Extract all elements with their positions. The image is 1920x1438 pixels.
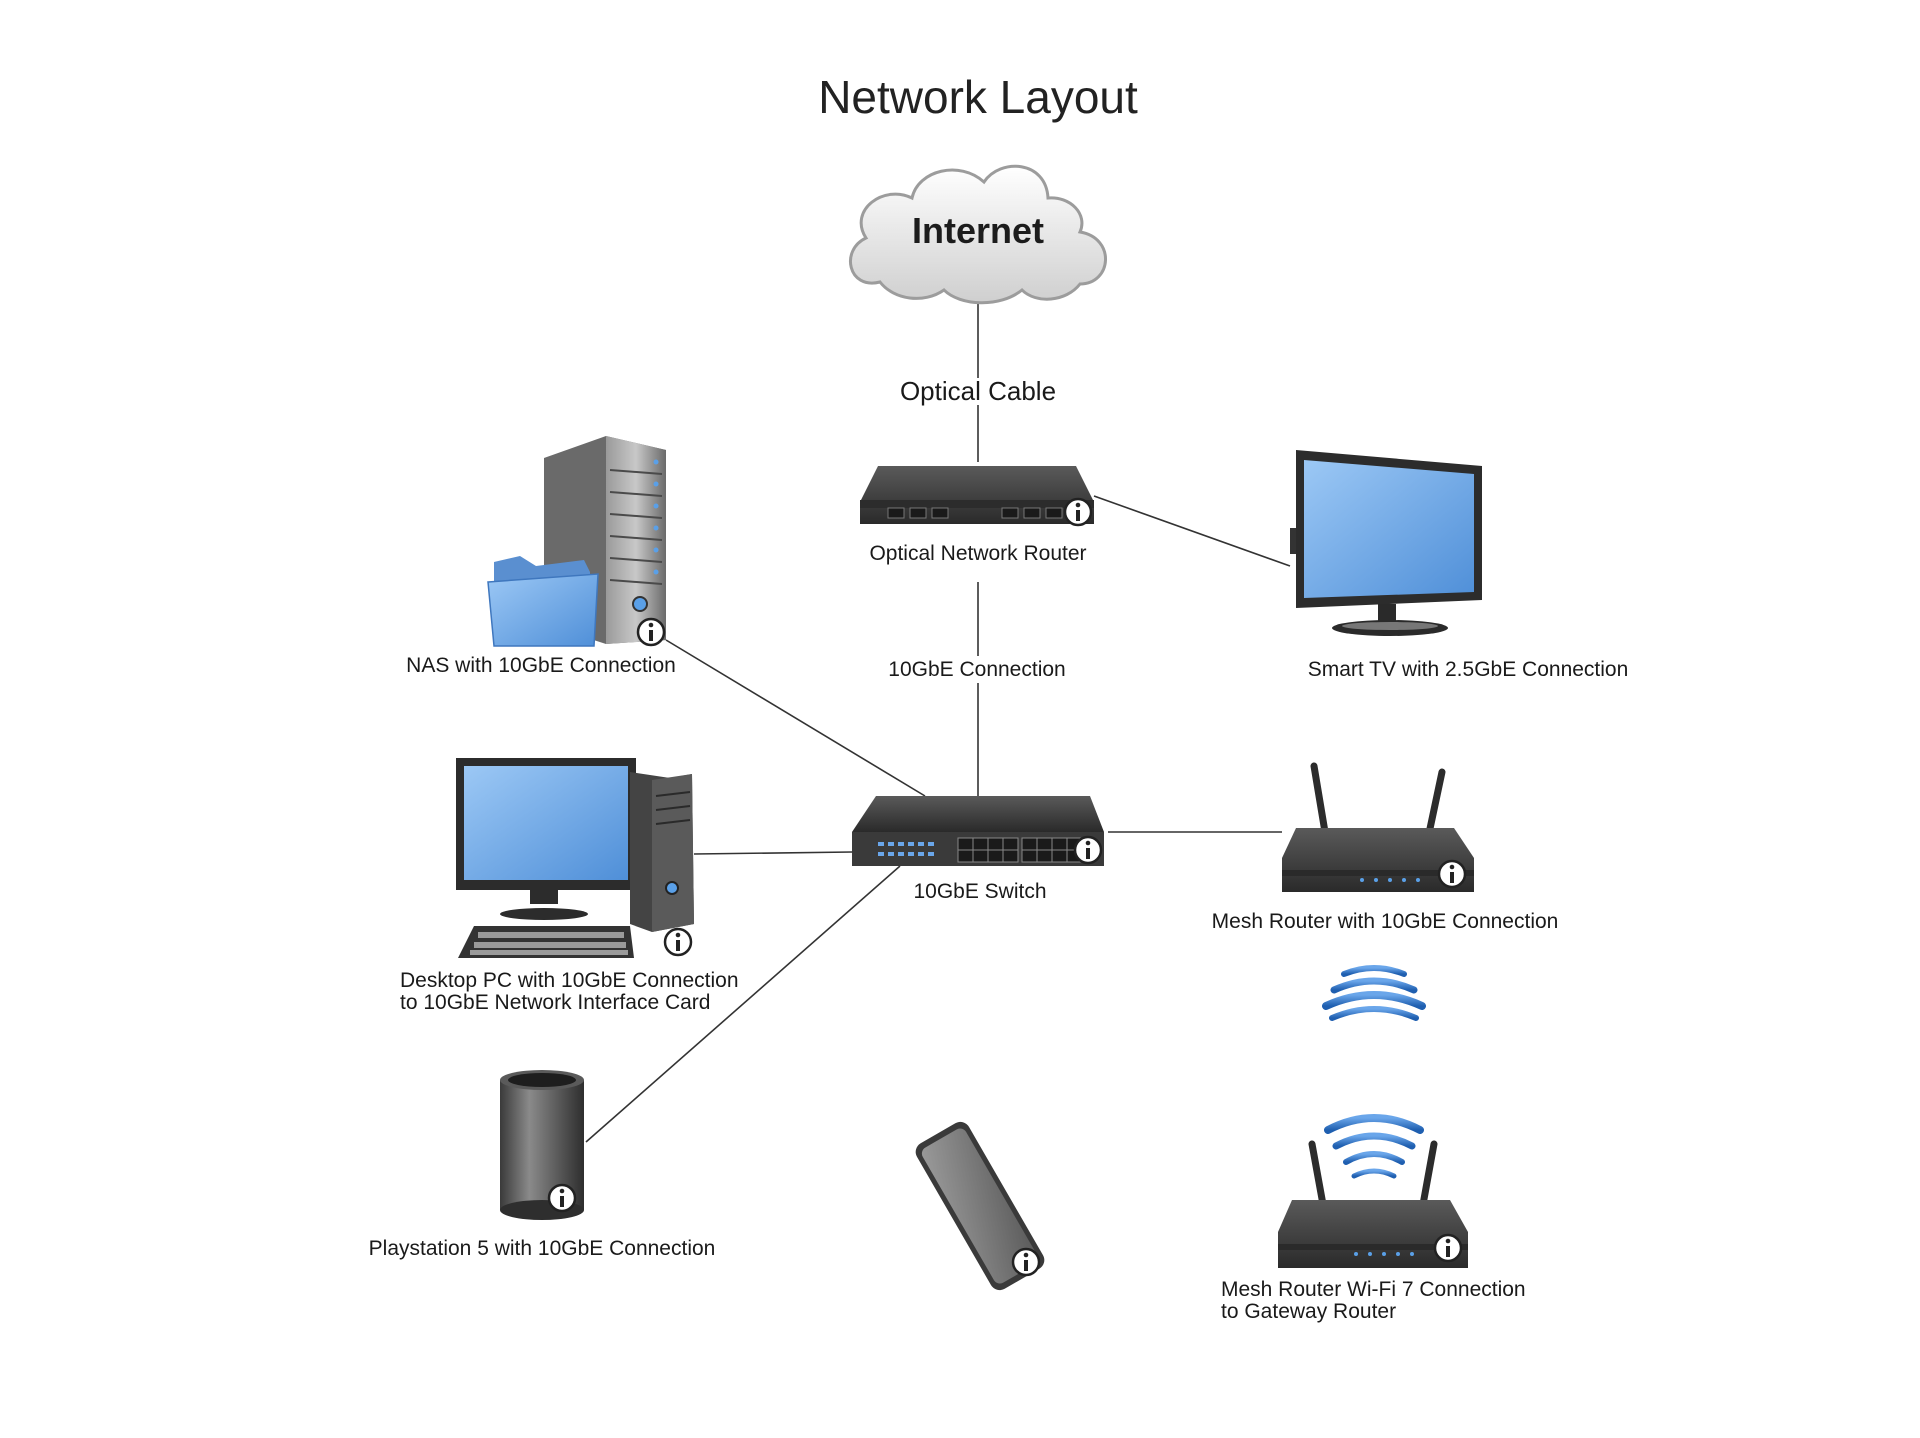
smart-tv-label: Smart TV with 2.5GbE Connection <box>1307 658 1629 681</box>
connections <box>585 300 1291 1143</box>
info-icon[interactable] <box>1011 1247 1041 1277</box>
wireless-router-icon <box>1282 762 1474 892</box>
page-title: Network Layout <box>818 71 1138 123</box>
mesh-router-wifi-label-line2: to Gateway Router <box>1221 1300 1397 1323</box>
switch-label: 10GbE Switch <box>913 880 1047 903</box>
link-desktop-switch <box>693 851 853 855</box>
playstation-label: Playstation 5 with 10GbE Connection <box>368 1237 716 1260</box>
link-ps5-switch <box>585 865 901 1143</box>
nas-label: NAS with 10GbE Connection <box>406 654 676 677</box>
info-icon[interactable] <box>1433 1233 1463 1263</box>
desktop-pc-label-line1: Desktop PC with 10GbE Connection <box>400 969 739 992</box>
info-icon[interactable] <box>663 927 693 957</box>
link-router-tv <box>1093 495 1291 567</box>
info-icon[interactable] <box>636 617 666 647</box>
mesh-router-label: Mesh Router with 10GbE Connection <box>1211 910 1559 933</box>
info-badges <box>547 497 1467 1277</box>
optical-router-label: Optical Network Router <box>869 542 1087 565</box>
wireless-router-icon <box>1278 1140 1468 1268</box>
internet-label: Internet <box>911 210 1045 251</box>
link-nas-switch <box>665 639 926 797</box>
wifi-icon <box>1324 1114 1424 1179</box>
cloud-icon <box>849 164 1107 305</box>
link-label-10gbe: 10GbE Connection <box>882 656 1072 683</box>
keyboard-icon <box>458 926 634 958</box>
desktop-icon <box>456 758 694 932</box>
mesh-router-wifi-label-line1: Mesh Router Wi-Fi 7 Connection <box>1221 1278 1526 1301</box>
link-label-optical-cable: Optical Cable <box>893 378 1063 405</box>
info-icon[interactable] <box>547 1183 577 1213</box>
info-icon[interactable] <box>1437 859 1467 889</box>
tv-icon <box>1290 450 1482 636</box>
info-icon[interactable] <box>1073 835 1103 865</box>
switch-icon <box>852 796 1104 866</box>
wifi-icon <box>1322 965 1426 1021</box>
folder-icon <box>487 556 599 647</box>
router-icon <box>860 466 1094 524</box>
smartphone-icon <box>915 1121 1045 1291</box>
desktop-pc-label-line2: to 10GbE Network Interface Card <box>400 991 711 1014</box>
info-icon[interactable] <box>1063 497 1093 527</box>
